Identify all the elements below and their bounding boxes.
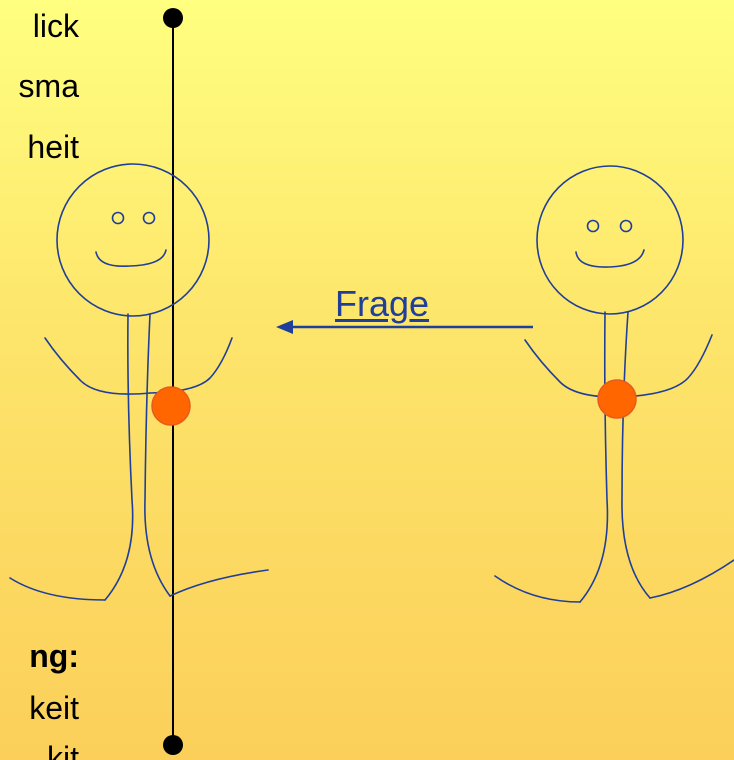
left-text-heading: ng: <box>29 638 79 674</box>
left-figure-leg-left <box>9 577 106 601</box>
right-figure-leg-right <box>649 559 734 599</box>
left-figure-mouth <box>95 249 167 268</box>
left-figure-head <box>56 163 210 317</box>
left-text-line-1: lick <box>32 8 79 44</box>
timeline-bottom-dot <box>163 735 183 755</box>
left-figure-body-left <box>104 313 134 601</box>
left-figure-eye-left <box>111 211 125 225</box>
left-figure-arm-left <box>44 337 151 395</box>
left-text-line-3: heit <box>27 129 79 165</box>
right-figure-mouth <box>575 249 645 268</box>
right-figure-body-left <box>579 311 609 603</box>
right-figure-body-right <box>621 311 651 599</box>
left-figure-eye-right <box>142 211 156 225</box>
right-figure-leg-left <box>494 575 581 603</box>
right-figure-eye-left <box>586 219 600 233</box>
left-text-line-5: kit <box>47 740 79 760</box>
right-figure-head <box>536 165 684 315</box>
right-figure-eye-right <box>619 219 633 233</box>
left-figure-body-right <box>144 313 171 597</box>
left-figure-leg-right <box>169 569 269 597</box>
right-figure-heart <box>597 379 637 419</box>
left-figure-arm-right <box>149 337 233 394</box>
right-figure <box>494 165 734 603</box>
left-text-line-4: keit <box>29 690 79 726</box>
left-figure <box>9 163 269 601</box>
left-figure-heart <box>151 386 191 426</box>
arrow-head <box>276 320 293 334</box>
left-text-line-2: sma <box>18 68 79 104</box>
right-figure-arm-right <box>619 334 713 398</box>
question-arrow <box>276 320 533 334</box>
timeline-top-dot <box>163 8 183 28</box>
arrow-label: Frage <box>335 283 430 324</box>
timeline <box>163 8 183 755</box>
